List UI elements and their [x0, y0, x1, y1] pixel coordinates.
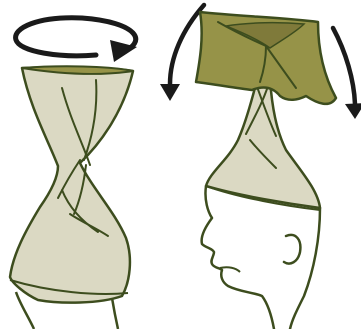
- twisted-tube-body: [10, 67, 133, 302]
- circular-arrow-icon: [16, 18, 137, 62]
- back-of-neck: [290, 208, 320, 329]
- curved-arrow-down-icon-right: [333, 28, 361, 119]
- curved-arrow-down-icon-left: [160, 5, 204, 101]
- head-profile: [202, 186, 274, 329]
- left-neck-hint-right: [112, 298, 118, 329]
- left-panel-twisted-tube: [10, 18, 137, 329]
- right-panel-fold-down: [160, 5, 361, 329]
- ear: [284, 235, 300, 264]
